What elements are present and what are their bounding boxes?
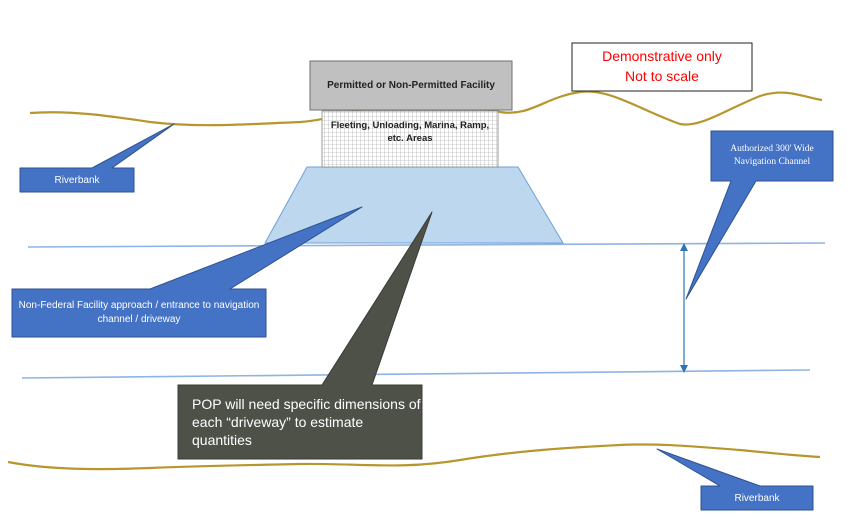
pop-note-label: POP will need specific dimensions of eac… <box>192 395 421 449</box>
approach-callout <box>11 206 363 338</box>
fleeting-area-label: Fleeting, Unloading, Marina, Ramp, etc. … <box>330 120 490 144</box>
navigation-channel-label: Authorized 300' Wide Navigation Channel <box>730 144 814 167</box>
disclaimer-line-2: Not to scale <box>625 68 699 84</box>
fleeting-area <box>321 110 499 168</box>
channel-boundary-bottom <box>21 369 811 379</box>
facility-box <box>309 60 513 111</box>
disclaimer-note: Demonstrative only Not to scale <box>572 43 752 91</box>
riverbank-line-bottom <box>7 443 821 471</box>
facility-label: Permitted or Non-Permitted Facility <box>327 79 495 91</box>
channel-boundary-top <box>27 242 826 248</box>
riverbank-callout-top <box>19 123 175 193</box>
riverbank-callout-bottom <box>656 448 814 511</box>
pop-callout <box>177 211 433 460</box>
riverbank-label-bottom: Riverbank <box>734 492 780 504</box>
disclaimer-line-1: Demonstrative only <box>602 48 722 65</box>
approach-label: Non-Federal Facility approach / entrance… <box>18 299 260 326</box>
riverbank-label-top: Riverbank <box>54 174 100 186</box>
note-box <box>571 42 753 92</box>
navigation-channel-callout <box>685 130 834 300</box>
